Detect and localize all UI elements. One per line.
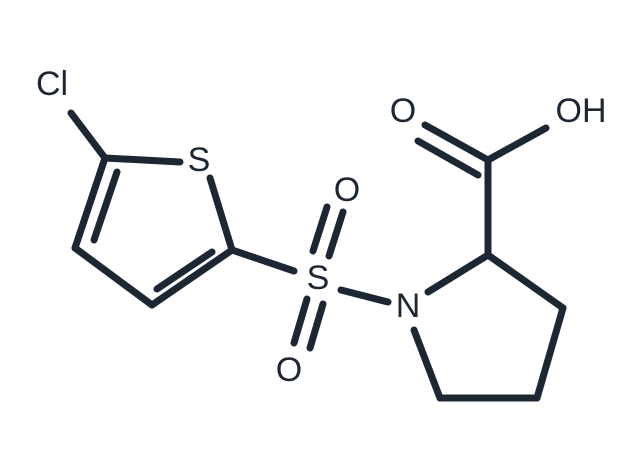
- atom-sulfur-sulfonyl: S: [307, 259, 330, 297]
- bond-c4-c5: [71, 154, 109, 252]
- bond-c-o-double-2: [414, 137, 482, 179]
- bond-s-o-bottom-1: [290, 295, 311, 347]
- bond-n-c2: [424, 251, 492, 296]
- bond-c3-c4: [71, 244, 156, 309]
- bond-c5-cl: [67, 109, 109, 162]
- carboxylic-acid-group: [414, 121, 550, 259]
- thiophene-ring: [71, 154, 236, 309]
- atom-sulfur-thiophene: S: [188, 141, 211, 179]
- bond-c2-c3: [484, 251, 567, 312]
- atom-hydroxyl: OH: [556, 92, 607, 130]
- pyrrolidine-ring: [410, 251, 567, 402]
- atom-oxygen-sulfonyl-top: O: [334, 171, 360, 209]
- bond-c2-c3: [148, 246, 236, 309]
- bond-s-c2: [206, 174, 236, 254]
- bond-s-n: [337, 286, 392, 306]
- atom-chlorine: Cl: [36, 65, 68, 103]
- sulfonyl-group: [228, 203, 392, 352]
- bond-c2-s-sulfonyl: [228, 246, 298, 275]
- bond-s-o-top-2: [325, 208, 347, 260]
- atom-oxygen-carbonyl: O: [390, 92, 416, 130]
- atom-nitrogen: N: [396, 287, 421, 325]
- bond-c4-c5-double: [90, 168, 121, 244]
- bond-c2-c3-double: [153, 248, 216, 293]
- bond-c-o-double-1: [421, 121, 492, 164]
- bond-c-oh: [484, 124, 550, 164]
- bond-c5-n: [410, 326, 444, 402]
- bond-s-o-top-1: [309, 203, 331, 255]
- atom-oxygen-sulfonyl-bottom: O: [276, 351, 302, 389]
- bond-c3-c4: [533, 304, 567, 402]
- bond-c5-s: [101, 154, 184, 166]
- bond-s-o-bottom-2: [306, 300, 327, 352]
